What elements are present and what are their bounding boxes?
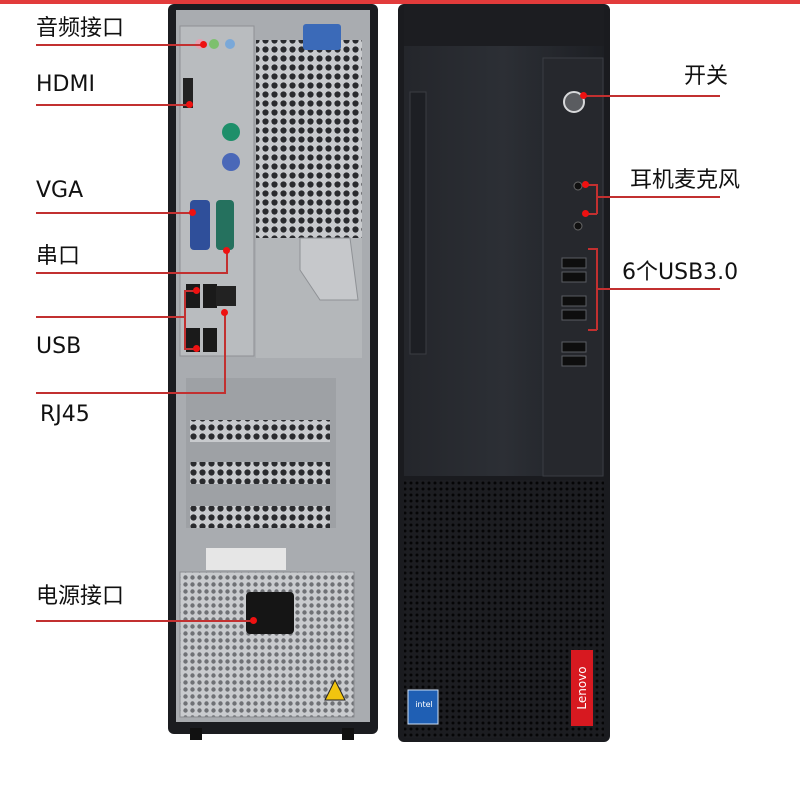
label-headset-mic: 耳机麦克风 [630, 168, 741, 193]
callout-dot-headset-mic-2 [582, 210, 589, 217]
callout-line-usb3-b [588, 329, 597, 331]
front-view [398, 4, 610, 742]
label-usb3: 6个USB3.0 [622, 260, 739, 285]
callout-dot-power-switch [580, 92, 587, 99]
callout-line-rj45 [36, 392, 226, 394]
callout-vline-usb [184, 290, 186, 350]
callout-line-headset-mic-a [586, 184, 597, 186]
label-hdmi: HDMI [36, 72, 95, 97]
callout-line-hdmi [36, 104, 192, 106]
callout-line-serial [36, 272, 228, 274]
callout-dot-audio [200, 41, 207, 48]
callout-line-headset-mic [598, 196, 720, 198]
callout-line-power-switch [584, 95, 720, 97]
label-audio-port: 音频接口 [36, 16, 125, 41]
intel-sticker-text: intel [415, 700, 433, 709]
callout-dot-vga [189, 209, 196, 216]
callout-line-usb3-a [588, 248, 597, 250]
top-border-line [0, 0, 800, 4]
label-rj45: RJ45 [40, 402, 90, 427]
callout-dot-headset-mic-1 [582, 181, 589, 188]
callout-vline-headset-mic [596, 184, 598, 214]
callout-dot-rj45 [221, 309, 228, 316]
lenovo-logo: Lenovo [575, 666, 589, 710]
callout-vline-serial [226, 250, 228, 272]
callout-line-power-port [36, 620, 254, 622]
callout-dot-serial [223, 247, 230, 254]
callout-dot-usb-2 [193, 345, 200, 352]
callout-line-usb-2 [184, 290, 196, 292]
label-serial: 串口 [36, 244, 81, 269]
label-usb: USB [36, 334, 82, 359]
callout-line-usb-3 [184, 348, 196, 350]
label-vga: VGA [36, 178, 84, 203]
callout-vline-rj45 [224, 312, 226, 392]
callout-vline-usb3 [596, 248, 598, 330]
callout-line-vga [36, 212, 194, 214]
callout-line-usb-1 [36, 316, 186, 318]
label-power-port: 电源接口 [36, 584, 125, 609]
rear-view [168, 4, 378, 740]
label-power-switch: 开关 [684, 64, 729, 89]
callout-line-headset-mic-b [586, 213, 597, 215]
callout-dot-usb-1 [193, 287, 200, 294]
callout-line-audio [36, 44, 204, 46]
callout-dot-hdmi [186, 101, 193, 108]
callout-dot-power-port [250, 617, 257, 624]
callout-line-usb3 [598, 288, 720, 290]
